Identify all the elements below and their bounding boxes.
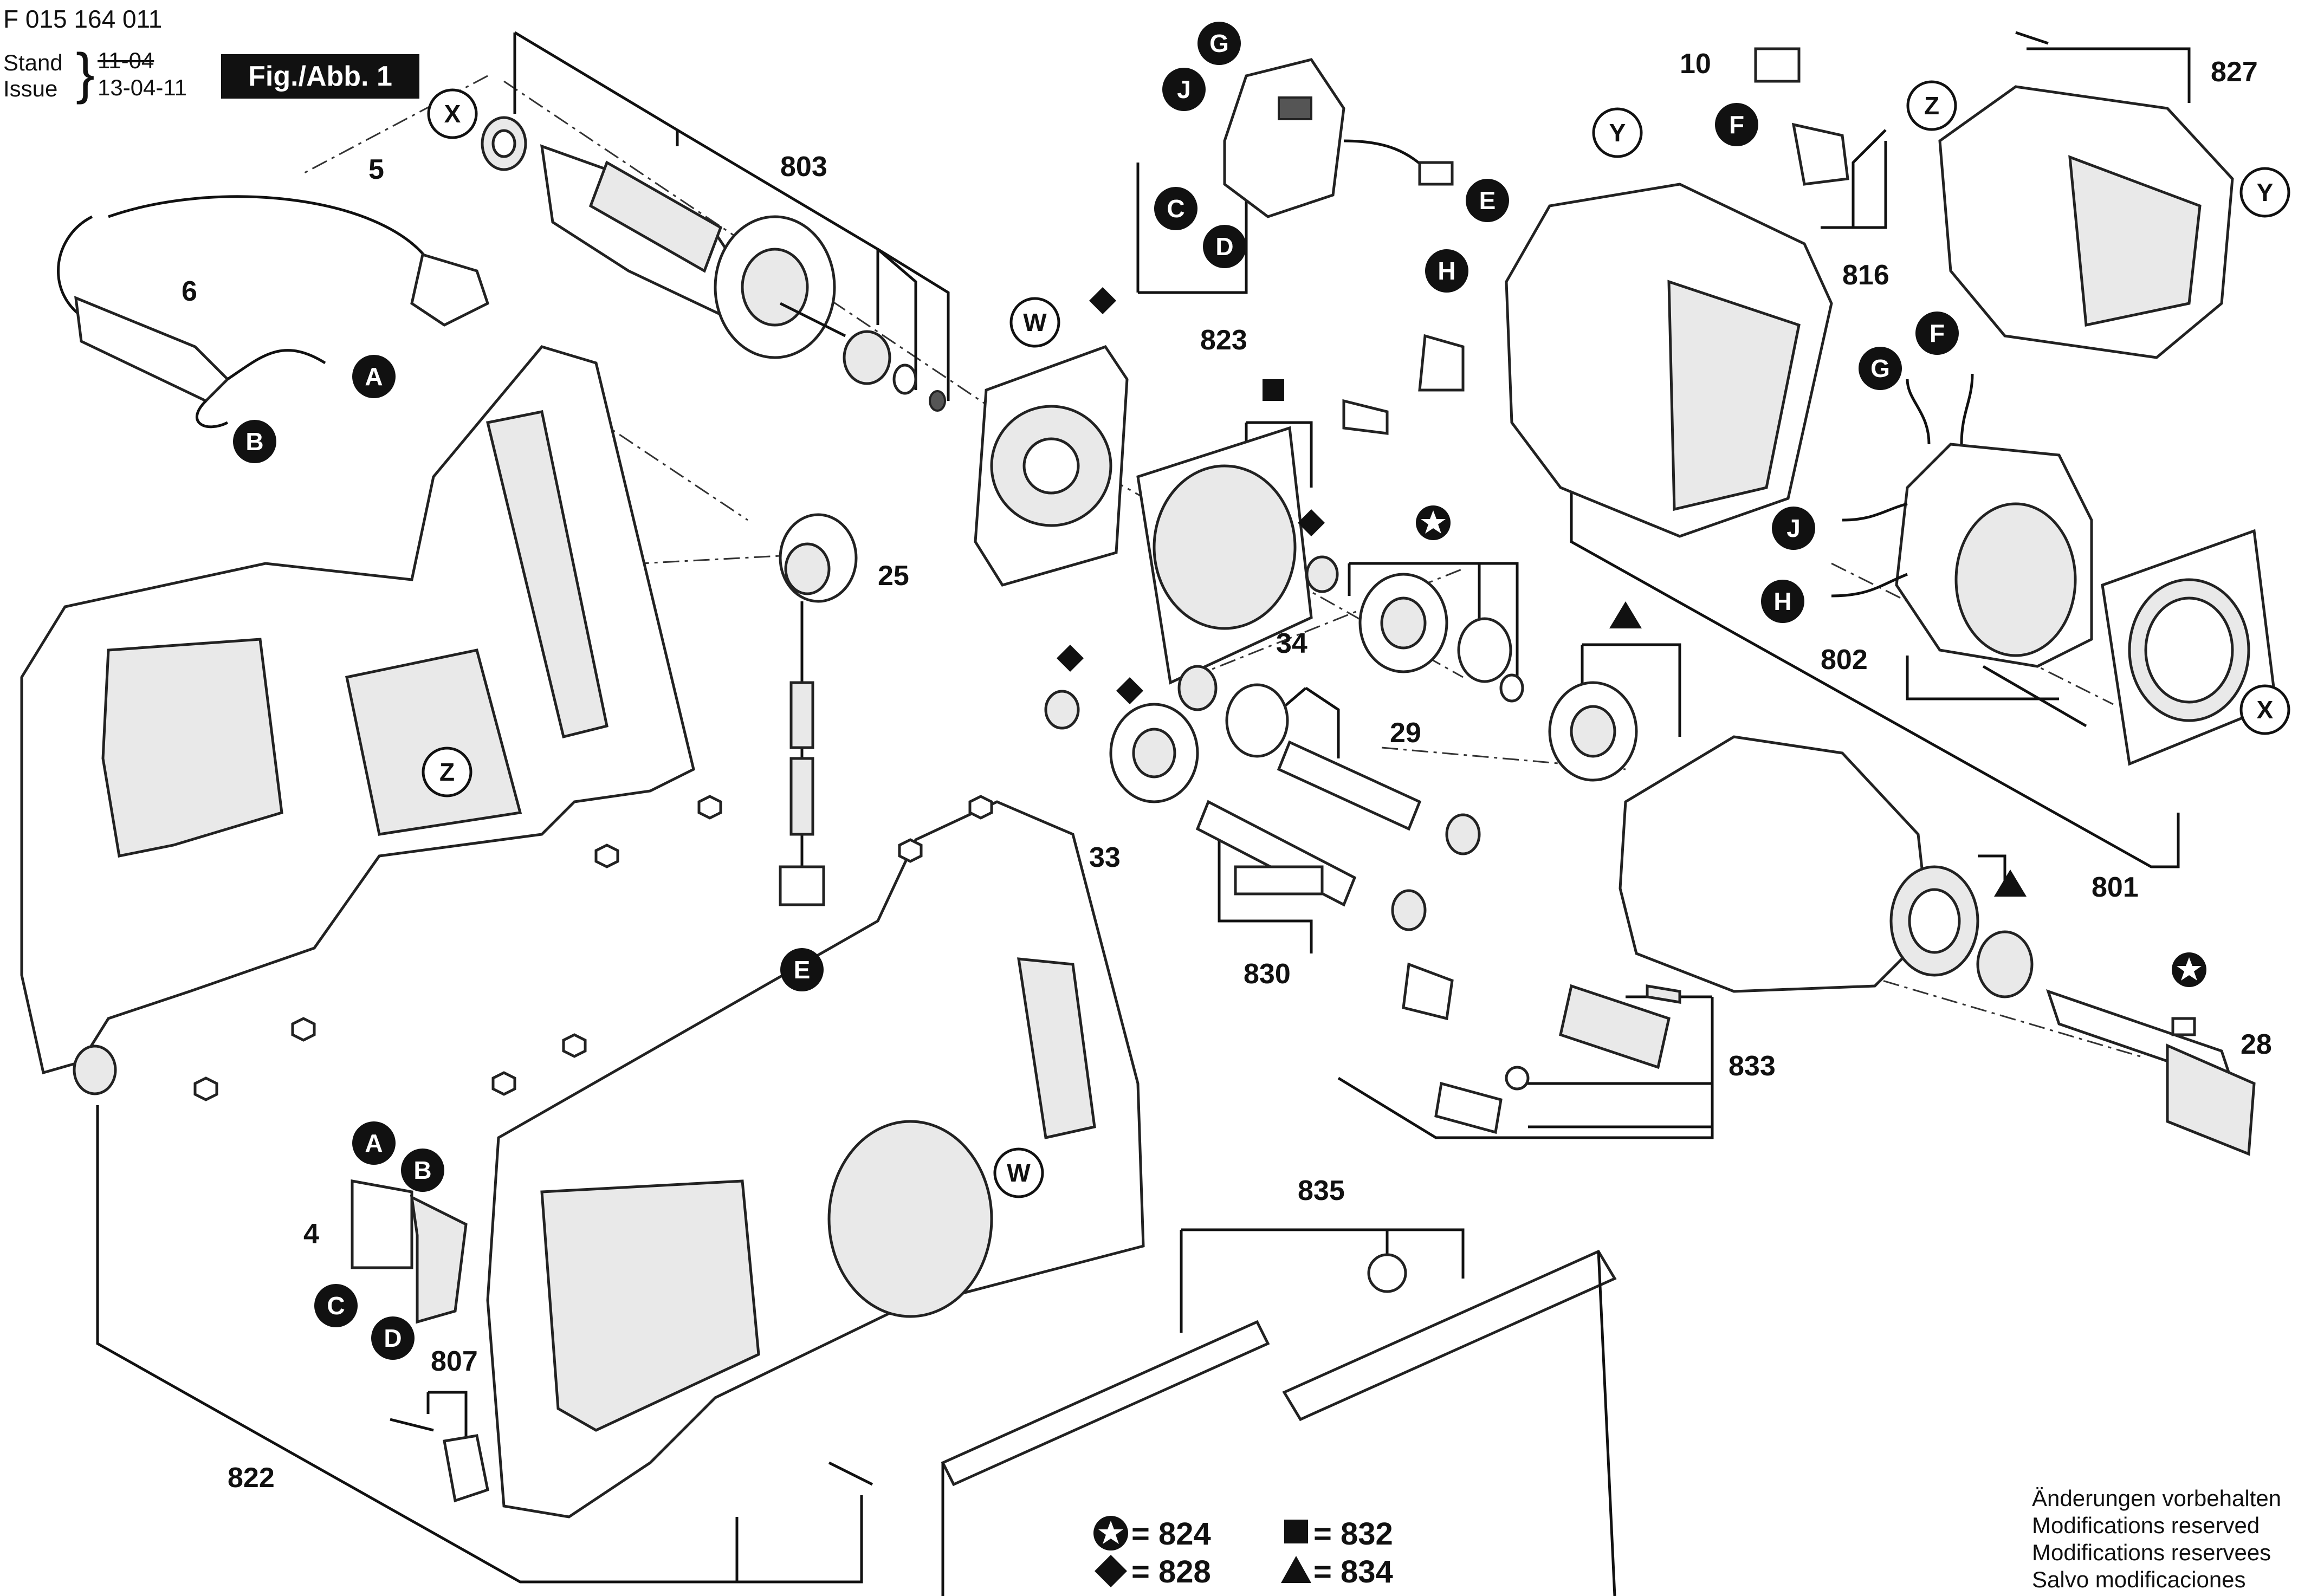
diamond-marker (1116, 677, 1143, 704)
callout-z: Z (1924, 92, 1939, 120)
label-830: 830 (1244, 958, 1291, 990)
diamond-marker (1089, 287, 1116, 314)
label-33: 33 (1089, 842, 1121, 873)
callout-j: J (1177, 75, 1191, 103)
gear-train (1044, 555, 1638, 931)
housing-handle-frame (20, 345, 695, 1095)
callout-f: F (1729, 111, 1744, 139)
triangle-marker (1609, 601, 1642, 628)
label-807: 807 (431, 1346, 478, 1377)
legend-diamond: = 828 (1131, 1554, 1211, 1589)
callout-a: A (365, 362, 383, 391)
bearing-plate (974, 345, 1313, 685)
callout-h: H (1438, 257, 1455, 285)
callout-a-switch: A (365, 1129, 383, 1157)
label-28: 28 (2241, 1029, 2272, 1060)
callout-y: Y (1609, 119, 1626, 147)
stand-label: Stand (3, 50, 63, 75)
label-803: 803 (780, 151, 827, 183)
rating-plate (1402, 962, 1681, 1134)
auxiliary-bar (941, 1249, 1617, 1596)
footer-es: Salvo modificaciones (2032, 1567, 2246, 1592)
modification-notice: Änderungen vorbehalten Modifications res… (2032, 1485, 2281, 1592)
label-827: 827 (2211, 56, 2258, 88)
callout-w: W (1023, 308, 1047, 336)
label-34: 34 (1276, 628, 1307, 659)
label-801: 801 (2092, 872, 2139, 903)
spindle-28 (2046, 989, 2256, 1156)
gear-housing (1619, 735, 2034, 998)
brush-holders (1342, 47, 1849, 435)
callout-c: C (1167, 194, 1184, 223)
label-823: 823 (1200, 325, 1247, 356)
callout-b: B (245, 427, 263, 456)
callout-h-coil: H (1773, 587, 1791, 615)
callout-c-switch: C (327, 1292, 345, 1320)
label-25: 25 (878, 560, 909, 592)
hex-nuts (193, 795, 993, 1101)
square-marker (1263, 379, 1284, 401)
label-6: 6 (182, 276, 197, 307)
cable-clamp-807 (390, 1418, 873, 1503)
speed-control-25 (779, 513, 858, 906)
switch-4 (351, 1179, 468, 1324)
triangle-marker (1994, 870, 2027, 897)
callout-y-rear: Y (2257, 178, 2274, 206)
label-816: 816 (1842, 259, 1889, 291)
document-number: F 015 164 011 (3, 5, 163, 33)
stand-value: 11-04 (98, 48, 154, 73)
fan-baffle (2101, 529, 2277, 766)
power-cable-assembly (57, 195, 490, 429)
label-5: 5 (368, 154, 384, 185)
callout-w-frame: W (1007, 1159, 1031, 1187)
label-29: 29 (1390, 717, 1421, 749)
figure-badge: Fig./Abb. 1 (221, 54, 419, 99)
diamond-marker (1298, 509, 1325, 536)
footer-de: Änderungen vorbehalten (2032, 1485, 2281, 1511)
legend-star: = 824 (1131, 1516, 1211, 1552)
callout-x-rear: X (2257, 696, 2274, 724)
callout-e-plug: E (794, 956, 811, 984)
connection-callouts-open: X W Y Z Y X Z W (422, 80, 2290, 1198)
label-10: 10 (1680, 48, 1711, 80)
brush-cover (1223, 58, 1454, 218)
callout-x: X (444, 100, 461, 128)
callout-g: G (1209, 29, 1229, 57)
part-number-labels: 803 5 6 25 823 10 816 827 802 801 34 29 … (182, 48, 2272, 1494)
callout-e: E (1479, 186, 1496, 215)
legend-triangle: = 834 (1313, 1554, 1393, 1589)
callout-j-coil: J (1786, 514, 1801, 542)
callout-f-coil: F (1930, 319, 1945, 347)
callout-z-frame: Z (439, 758, 455, 786)
label-4: 4 (303, 1218, 319, 1250)
legend-square: = 832 (1313, 1516, 1393, 1552)
label-802: 802 (1821, 644, 1868, 676)
label-822: 822 (228, 1462, 275, 1494)
callout-d-switch: D (384, 1324, 402, 1352)
callout-g-coil: G (1870, 354, 1890, 382)
symbol-legend: = 824 = 832 = 828 = 834 (1093, 1516, 1393, 1589)
label-833: 833 (1729, 1050, 1776, 1082)
diamond-marker (1057, 645, 1084, 672)
callout-b-switch: B (413, 1156, 431, 1184)
issue-label: Issue (3, 76, 58, 101)
field-coil (1831, 373, 2093, 728)
handle-frame-w (486, 800, 1145, 1519)
callout-d: D (1215, 232, 1233, 261)
connection-callouts-filled: G J C D E A B E F H G F J H A B C D (233, 22, 1959, 1360)
issue-value: 13-04-11 (98, 75, 187, 100)
label-835: 835 (1298, 1175, 1345, 1206)
rear-cover (1938, 31, 2234, 359)
symbol-markers (1057, 287, 2206, 987)
header-brace: } (76, 42, 95, 105)
motor-housing (1505, 183, 1833, 538)
footer-fr: Modifications reservees (2032, 1540, 2271, 1565)
armature-assembly (481, 116, 946, 412)
footer-en: Modifications reserved (2032, 1513, 2260, 1538)
